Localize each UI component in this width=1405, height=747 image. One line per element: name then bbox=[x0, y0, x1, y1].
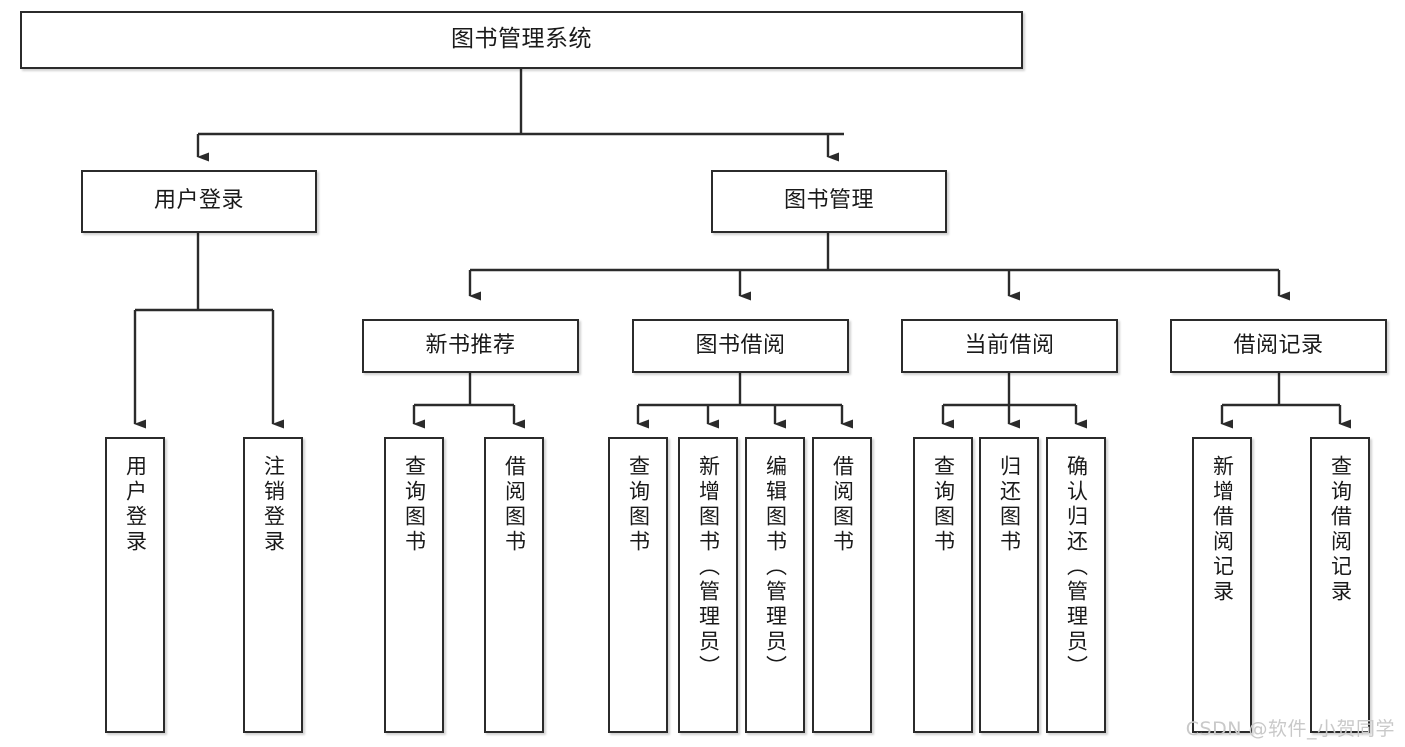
node-label: 新增图书（管理员） bbox=[696, 455, 721, 680]
node-label: 借阅图书 bbox=[502, 455, 527, 555]
node-label: 查询图书 bbox=[626, 455, 651, 555]
node-root-system[interactable]: 图书管理系统 bbox=[20, 11, 1023, 69]
node-label: 借阅图书 bbox=[830, 455, 855, 555]
leaf-record-add-record[interactable]: 新增借阅记录 bbox=[1192, 437, 1252, 733]
leaf-user-login-login[interactable]: 用户登录 bbox=[105, 437, 165, 733]
leaf-current-return-book[interactable]: 归还图书 bbox=[979, 437, 1039, 733]
node-label: 新增借阅记录 bbox=[1210, 455, 1235, 605]
node-label: 确认归还（管理员） bbox=[1064, 455, 1089, 680]
leaf-recommend-borrow-book[interactable]: 借阅图书 bbox=[484, 437, 544, 733]
node-label: 图书管理系统 bbox=[451, 26, 592, 53]
node-label: 查询借阅记录 bbox=[1328, 455, 1353, 605]
node-current-borrow[interactable]: 当前借阅 bbox=[901, 319, 1118, 373]
node-book-management[interactable]: 图书管理 bbox=[711, 170, 947, 233]
node-borrow-record[interactable]: 借阅记录 bbox=[1170, 319, 1387, 373]
leaf-current-confirm-return-admin[interactable]: 确认归还（管理员） bbox=[1046, 437, 1106, 733]
node-label: 归还图书 bbox=[997, 455, 1022, 555]
node-label: 用户登录 bbox=[123, 455, 148, 555]
node-label: 借阅记录 bbox=[1233, 332, 1324, 358]
leaf-borrow-add-book-admin[interactable]: 新增图书（管理员） bbox=[678, 437, 738, 733]
node-book-borrow[interactable]: 图书借阅 bbox=[632, 319, 849, 373]
node-label: 当前借阅 bbox=[964, 332, 1055, 358]
leaf-recommend-query-book[interactable]: 查询图书 bbox=[384, 437, 444, 733]
node-label: 图书管理 bbox=[783, 188, 874, 214]
node-label: 注销登录 bbox=[261, 455, 286, 555]
leaf-borrow-edit-book-admin[interactable]: 编辑图书（管理员） bbox=[745, 437, 805, 733]
leaf-record-query-record[interactable]: 查询借阅记录 bbox=[1310, 437, 1370, 733]
node-label: 用户登录 bbox=[153, 188, 244, 214]
leaf-current-query-book[interactable]: 查询图书 bbox=[913, 437, 973, 733]
node-label: 图书借阅 bbox=[695, 332, 786, 358]
leaf-borrow-query-book[interactable]: 查询图书 bbox=[608, 437, 668, 733]
node-user-login[interactable]: 用户登录 bbox=[81, 170, 317, 233]
node-label: 查询图书 bbox=[931, 455, 956, 555]
leaf-borrow-borrow-book[interactable]: 借阅图书 bbox=[812, 437, 872, 733]
node-label: 查询图书 bbox=[402, 455, 427, 555]
node-new-book-recommend[interactable]: 新书推荐 bbox=[362, 319, 579, 373]
node-label: 编辑图书（管理员） bbox=[763, 455, 788, 680]
node-label: 新书推荐 bbox=[425, 332, 516, 358]
leaf-user-login-logout[interactable]: 注销登录 bbox=[243, 437, 303, 733]
watermark-text: CSDN @软件_小贺同学 bbox=[1185, 718, 1395, 740]
